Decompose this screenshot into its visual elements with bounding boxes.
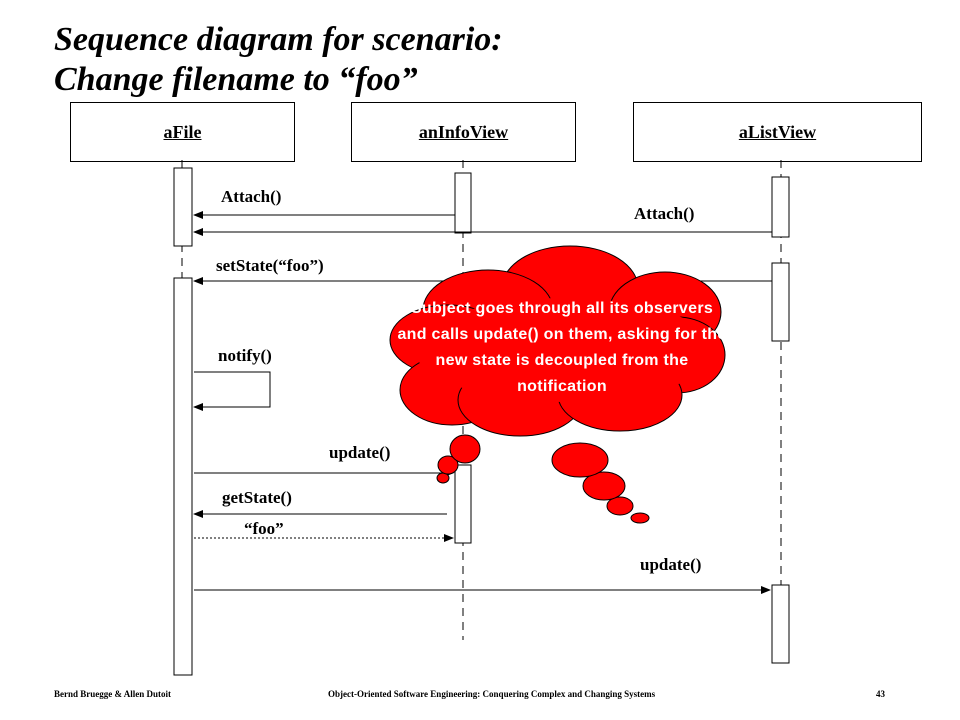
- title-line-1: Sequence diagram for scenario:: [54, 21, 503, 58]
- label-update-infoview: update(): [329, 443, 391, 462]
- note-cloud-fill: [415, 298, 715, 402]
- footer-page-number: 43: [876, 689, 885, 699]
- object-alistview: aListView: [633, 102, 922, 162]
- label-return-foo: “foo”: [244, 519, 284, 538]
- object-afile-label: aFile: [163, 121, 202, 142]
- note-text: Subject goes through all its observers a…: [397, 300, 727, 395]
- label-setstate: setState(“foo”): [216, 256, 324, 275]
- activation-alistview-3: [771, 584, 790, 664]
- object-aninfoview-label: anInfoView: [418, 121, 509, 142]
- label-notify: notify(): [218, 346, 272, 365]
- object-aninfoview: anInfoView: [351, 102, 576, 162]
- activation-alistview-2: [771, 262, 790, 342]
- activation-alistview-1: [771, 176, 790, 238]
- arrow-notify: [193, 371, 271, 411]
- activation-aninfoview-1: [454, 172, 472, 234]
- footer-authors: Bernd Bruegge & Allen Dutoit: [54, 689, 171, 699]
- label-update-listview: update(): [640, 555, 702, 574]
- slide-title: Sequence diagram for scenario: Change fi…: [54, 20, 503, 100]
- activation-afile-1: [173, 167, 193, 247]
- label-getstate: getState(): [222, 488, 292, 507]
- title-line-2: Change filename to “foo”: [54, 61, 418, 98]
- label-attach-infoview: Attach(): [221, 187, 282, 206]
- label-attach-listview: Attach(): [634, 204, 695, 223]
- footer-book-title: Object-Oriented Software Engineering: Co…: [328, 689, 656, 699]
- object-alistview-label: aListView: [738, 121, 817, 142]
- activation-aninfoview-2: [454, 464, 472, 544]
- activation-afile-2: [173, 277, 193, 676]
